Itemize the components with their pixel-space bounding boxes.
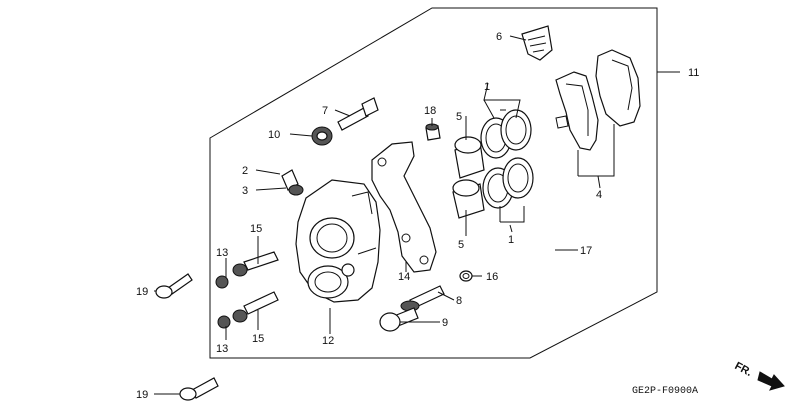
caliper-sleeve-upper: [215, 251, 279, 289]
callout-label: 15: [252, 333, 264, 345]
assembly-frame: [209, 7, 658, 359]
mounting-bolt-part: [379, 307, 419, 332]
callout-label: 10: [268, 129, 280, 141]
callout-label: 13: [216, 247, 228, 259]
brake-pad-front: [555, 71, 599, 151]
flange-bolt-lower: [179, 377, 219, 401]
flange-bolt-upper: [155, 273, 193, 299]
callout-label: 17: [580, 245, 592, 257]
callout-label: 5: [456, 111, 462, 123]
bleed-valve-part: [281, 169, 304, 196]
callout-label: 7: [322, 105, 328, 117]
front-arrow-icon: [757, 371, 785, 391]
callout-label: 19: [136, 286, 148, 298]
bleed-cap-part: [425, 123, 441, 141]
callout-label: 13: [216, 343, 228, 355]
caliper-bracket-part: [371, 141, 437, 273]
washer-part: [459, 270, 473, 282]
caliper-pistons: [452, 136, 485, 219]
callout-label: 2: [242, 165, 248, 177]
callout-label: 1: [508, 234, 514, 246]
callout-label: 18: [424, 105, 436, 117]
leader-lines: [154, 35, 680, 395]
front-direction-label: FR.: [733, 360, 754, 379]
callout-label: 14: [398, 271, 410, 283]
callout-label: 3: [242, 185, 248, 197]
caliper-sleeve-lower: [217, 291, 279, 329]
callout-label: 11: [688, 67, 699, 79]
pin-part: [400, 285, 445, 312]
piston-seals: [480, 109, 534, 209]
callout-label: 5: [458, 239, 464, 251]
callout-label: 1: [484, 81, 490, 93]
callout-label: 9: [442, 317, 448, 329]
caliper-body-part: [295, 179, 381, 303]
callout-label: 19: [136, 389, 148, 401]
callout-label: 16: [486, 271, 498, 283]
callout-label: 6: [496, 31, 502, 43]
brake-pad-rear: [595, 49, 641, 127]
pad-spring-part: [521, 25, 553, 61]
front-direction-indicator: FR.: [733, 360, 785, 391]
boot-part: [311, 126, 333, 146]
drawing-code: GE2P-F0900A: [632, 386, 698, 397]
callout-label: 4: [596, 189, 602, 201]
callout-label: 8: [456, 295, 462, 307]
callout-label: 12: [322, 335, 334, 347]
callout-label: 15: [250, 223, 262, 235]
pin-bolt-part: [337, 97, 379, 131]
